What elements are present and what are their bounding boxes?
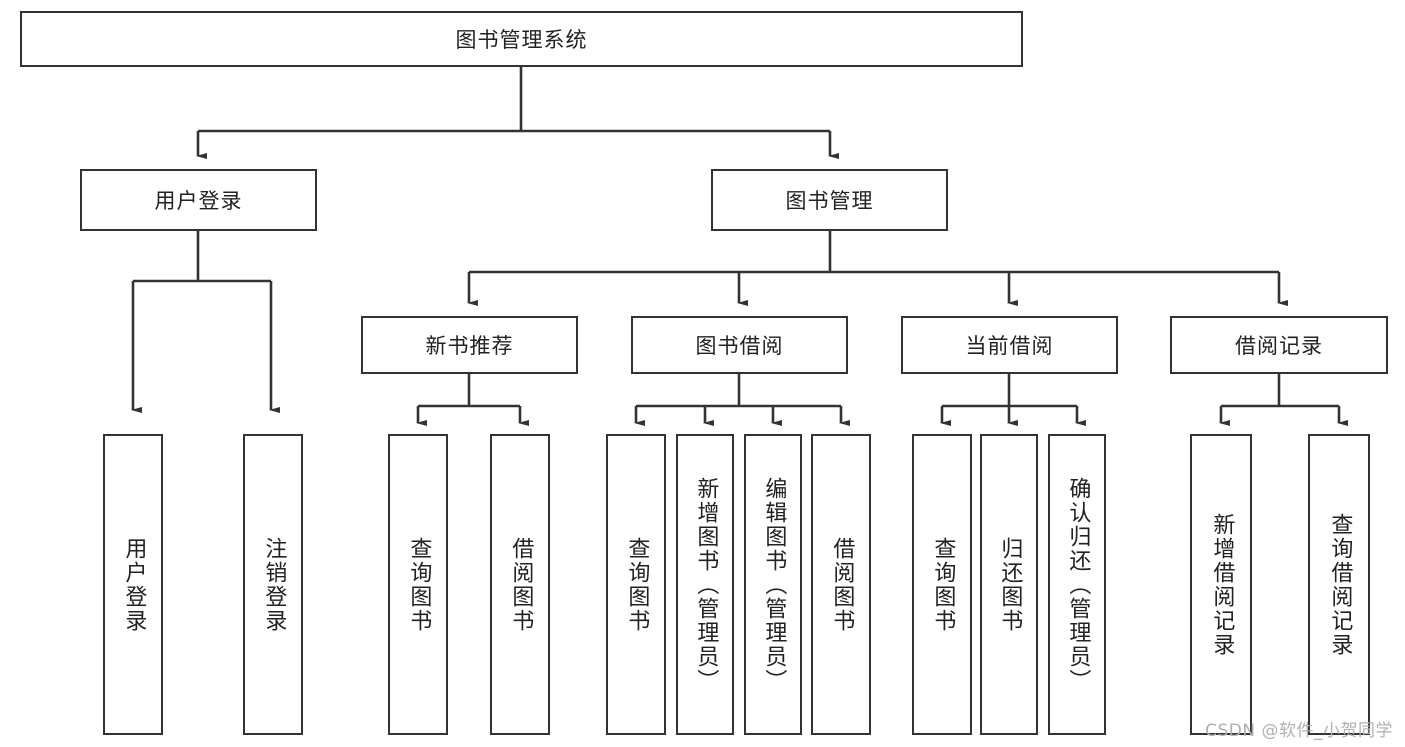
node-current-borrow[interactable]: 当前借阅: [901, 316, 1118, 374]
node-leaf-add-borrow-record[interactable]: 新增借阅记录: [1190, 434, 1252, 735]
node-leaf-confirm-return[interactable]: 确认归还（管理员）: [1048, 434, 1106, 735]
node-label: 确认归还（管理员）: [1065, 476, 1091, 693]
node-label: 查询图书: [930, 536, 956, 633]
node-label: 新增借阅记录: [1209, 512, 1235, 657]
node-book-management[interactable]: 图书管理: [711, 169, 948, 231]
node-label: 用户登录: [154, 189, 243, 213]
node-label: 借阅图书: [508, 536, 534, 633]
node-label: 新增图书（管理员）: [693, 476, 719, 693]
node-label: 借阅记录: [1235, 334, 1323, 358]
node-label: 编辑图书（管理员）: [761, 476, 787, 693]
node-leaf-add-book[interactable]: 新增图书（管理员）: [676, 434, 734, 735]
node-leaf-query-book-3[interactable]: 查询图书: [912, 434, 972, 735]
node-leaf-logout[interactable]: 注销登录: [243, 434, 303, 735]
node-leaf-query-book-1[interactable]: 查询图书: [388, 434, 448, 735]
node-label: 新书推荐: [425, 334, 514, 358]
node-label: 图书管理系统: [455, 28, 588, 52]
node-label: 查询图书: [406, 536, 432, 633]
node-label: 图书借阅: [695, 334, 784, 358]
watermark-text: CSDN @软件_小贺同学: [1205, 721, 1393, 741]
node-leaf-borrow-book-2[interactable]: 借阅图书: [811, 434, 871, 735]
node-leaf-query-borrow-record[interactable]: 查询借阅记录: [1308, 434, 1370, 735]
node-leaf-return-book[interactable]: 归还图书: [980, 434, 1038, 735]
node-user-login[interactable]: 用户登录: [80, 169, 317, 231]
node-label: 查询借阅记录: [1327, 512, 1353, 657]
node-borrow-record[interactable]: 借阅记录: [1170, 316, 1388, 374]
node-label: 借阅图书: [829, 536, 855, 633]
node-label: 注销登录: [261, 536, 287, 633]
node-leaf-query-book-2[interactable]: 查询图书: [606, 434, 666, 735]
node-leaf-user-login[interactable]: 用户登录: [103, 434, 163, 735]
node-label: 查询图书: [624, 536, 650, 633]
node-label: 归还图书: [997, 536, 1023, 633]
node-root-book-management-system[interactable]: 图书管理系统: [20, 11, 1023, 67]
node-label: 图书管理: [785, 189, 874, 213]
node-leaf-edit-book[interactable]: 编辑图书（管理员）: [744, 434, 802, 735]
node-label: 用户登录: [121, 536, 147, 633]
node-book-borrow[interactable]: 图书借阅: [631, 316, 848, 374]
node-leaf-borrow-book-1[interactable]: 借阅图书: [490, 434, 550, 735]
node-new-book-recommend[interactable]: 新书推荐: [361, 316, 578, 374]
node-label: 当前借阅: [965, 334, 1054, 358]
